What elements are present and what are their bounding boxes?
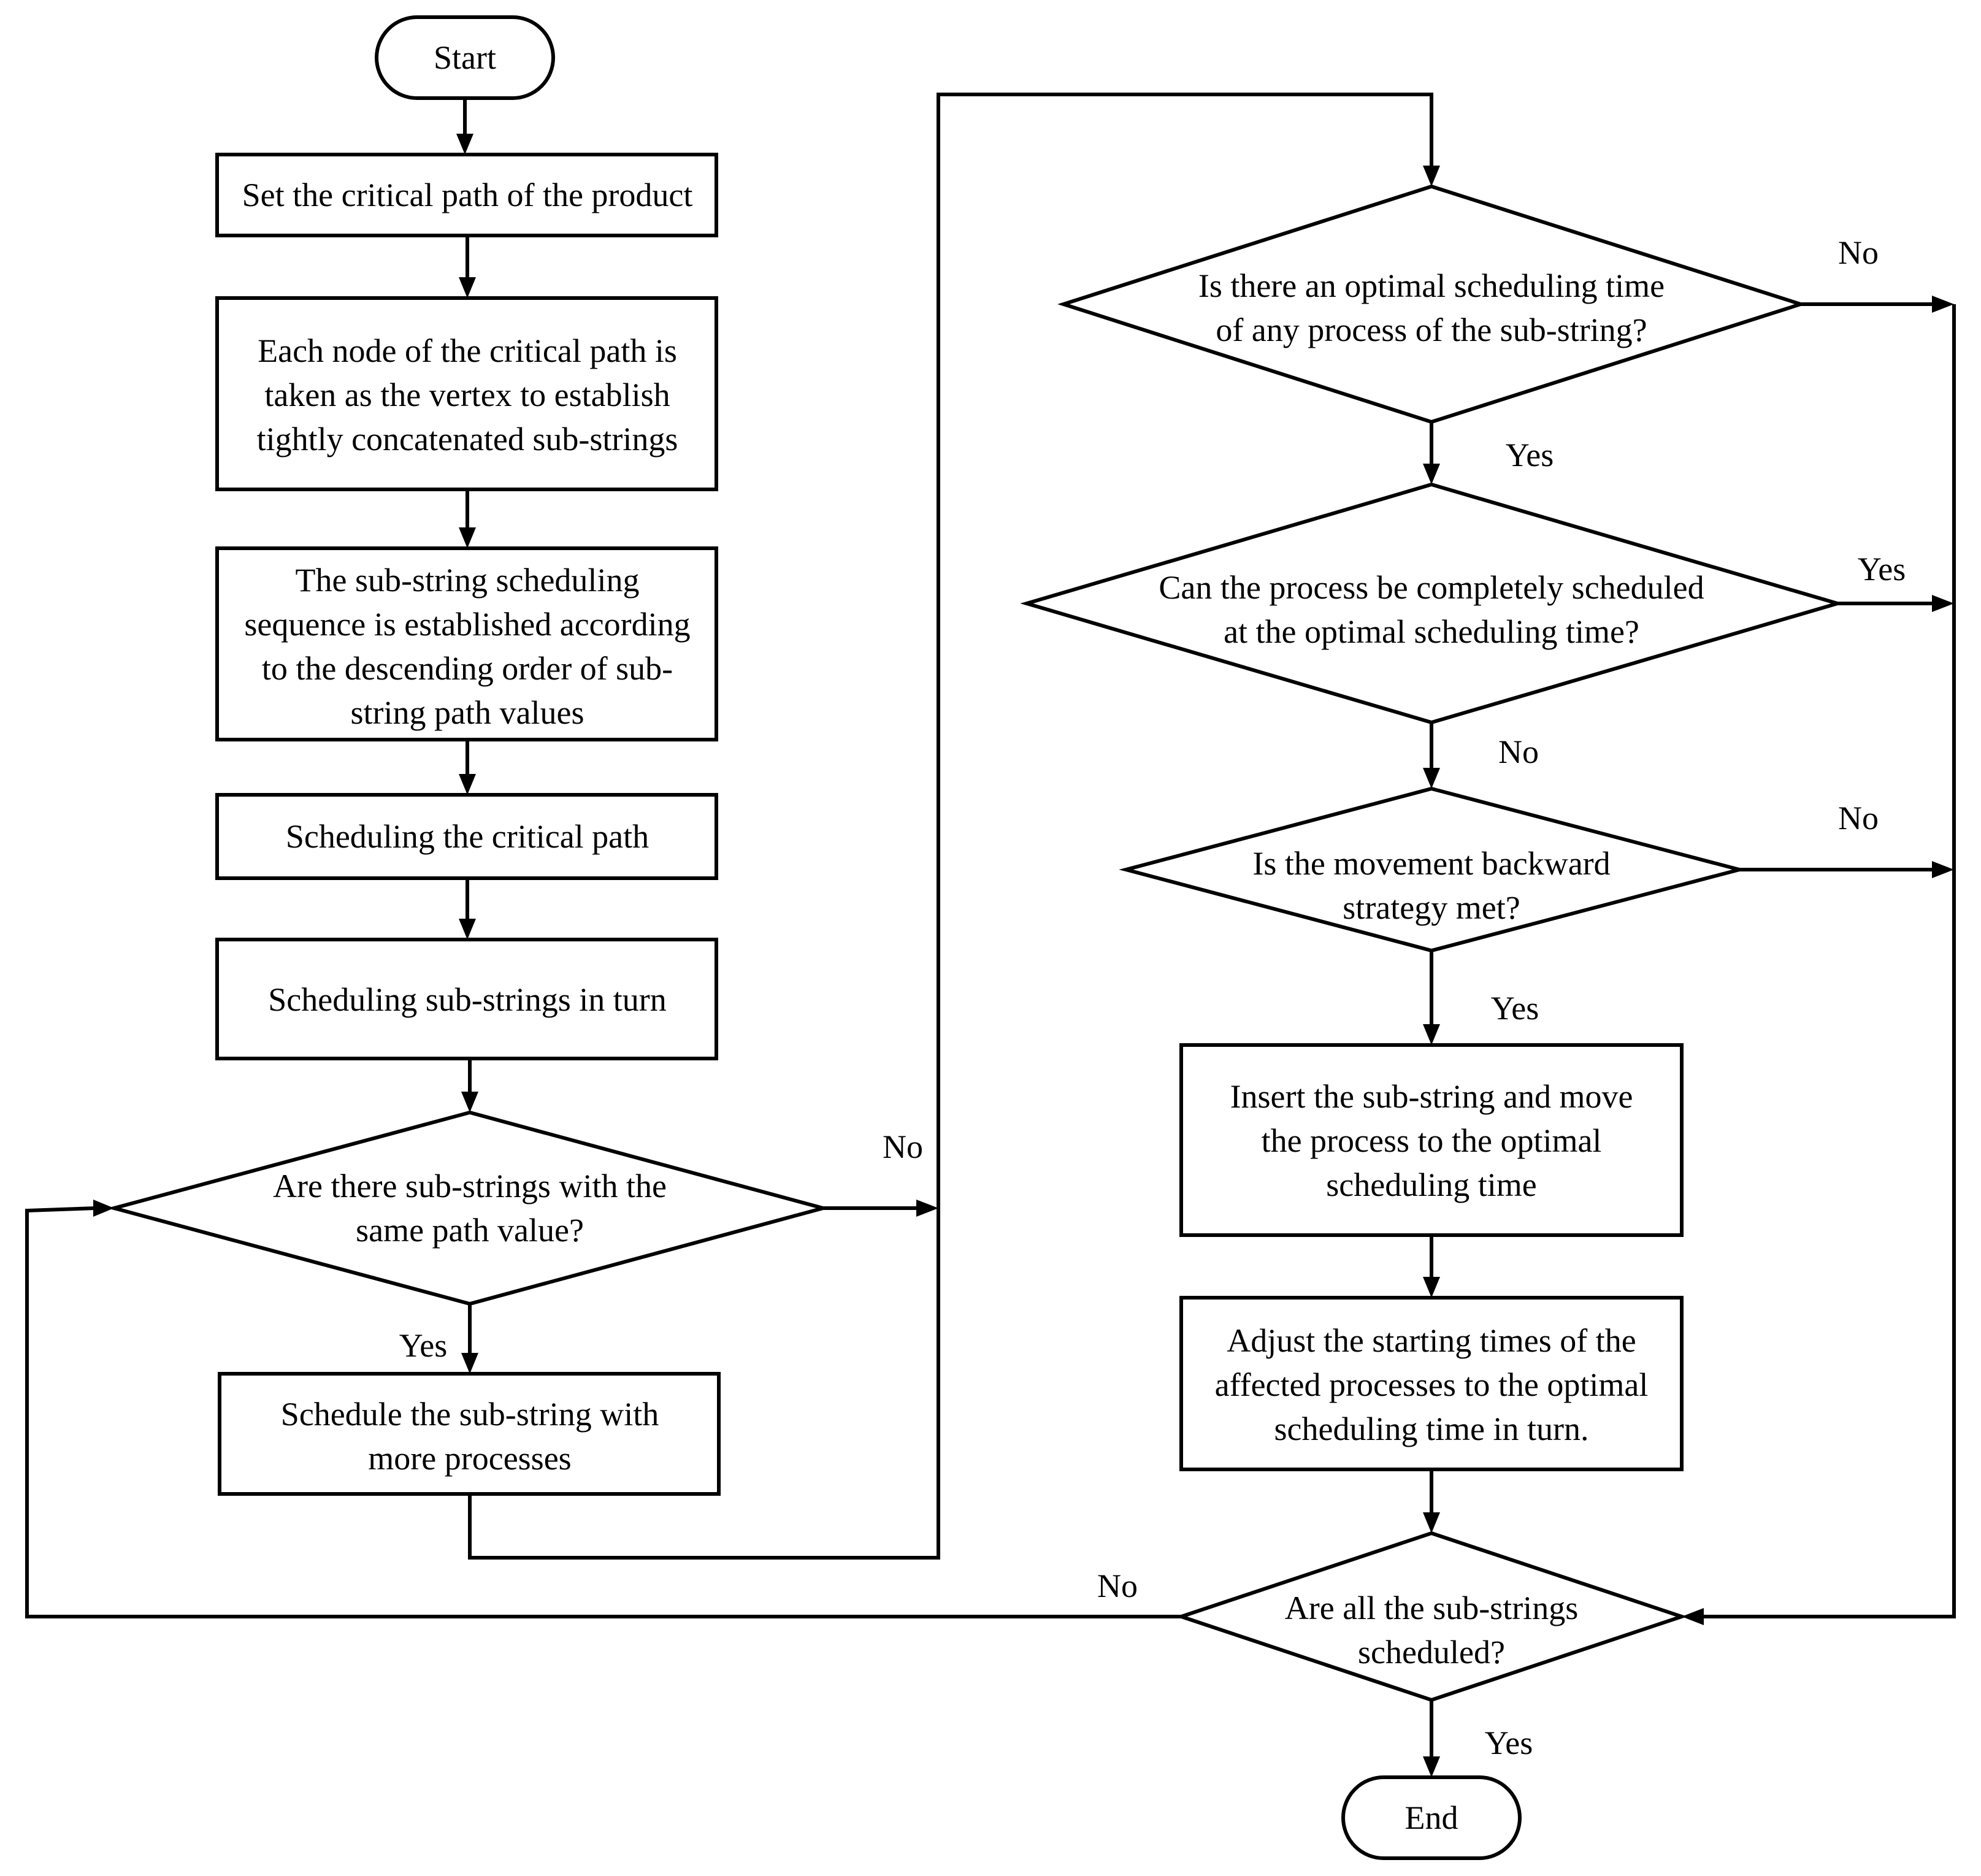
arrowhead	[459, 919, 476, 940]
arrowhead	[456, 134, 473, 155]
arrowhead	[916, 1200, 938, 1217]
schedule-substrings-label: Scheduling sub-strings in turn	[268, 981, 666, 1018]
arrowhead	[459, 527, 476, 548]
arrowhead	[459, 277, 476, 298]
svg-text:Can the process be completely: Can the process be completely scheduled	[1159, 569, 1704, 606]
arrowhead	[461, 1353, 478, 1374]
arrowhead	[93, 1200, 114, 1217]
connector-schedule-more-to-top	[468, 93, 1433, 1560]
optimal-time-label: Is there an optimal scheduling time of a…	[1198, 267, 1665, 348]
arrowhead	[1423, 1756, 1440, 1777]
svg-text:Are there sub-strings with the: Are there sub-strings with the	[273, 1168, 667, 1204]
same-path-decision	[107, 1110, 830, 1306]
connector-all-no	[25, 1206, 1181, 1618]
svg-text:scheduling time in turn.: scheduling time in turn.	[1274, 1411, 1589, 1447]
svg-text:Is there an optimal scheduling: Is there an optimal scheduling time	[1198, 267, 1665, 304]
svg-text:Schedule the sub-string with: Schedule the sub-string with	[281, 1396, 659, 1433]
arrowhead	[1423, 1024, 1440, 1045]
svg-text:Is the movement backward: Is the movement backward	[1252, 845, 1610, 882]
arrowhead	[1423, 464, 1440, 484]
set-critical-path-label: Set the critical path of the product	[242, 177, 693, 213]
arrowhead	[1932, 861, 1954, 878]
svg-text:same path value?: same path value?	[356, 1212, 584, 1249]
same-path-yes-label: Yes	[399, 1327, 448, 1364]
svg-text:the process to the optimal: the process to the optimal	[1262, 1122, 1602, 1159]
each-node-label: Each node of the critical path is taken …	[257, 332, 678, 458]
arrowhead	[1423, 166, 1440, 186]
same-path-label: Are there sub-strings with the same path…	[273, 1168, 667, 1249]
all-scheduled-label: Are all the sub-strings scheduled?	[1285, 1590, 1578, 1671]
arrowhead	[1932, 595, 1954, 612]
arrowhead	[1423, 768, 1440, 789]
complete-yes-label: Yes	[1858, 551, 1906, 588]
same-path-no-label: No	[883, 1128, 923, 1165]
svg-text:strategy met?: strategy met?	[1343, 889, 1520, 926]
svg-text:at the optimal scheduling time: at the optimal scheduling time?	[1224, 613, 1639, 650]
insert-substring-label: Insert the sub-string and move the proce…	[1230, 1078, 1633, 1203]
svg-text:more processes: more processes	[368, 1440, 571, 1477]
schedule-more-label: Schedule the sub-string with more proces…	[281, 1396, 659, 1477]
set-critical-path-box	[215, 153, 718, 237]
adjust-times-box	[1179, 1296, 1684, 1471]
connectors	[25, 93, 1956, 1777]
svg-text:string path values: string path values	[351, 694, 584, 731]
schedule-critical-label: Scheduling the critical path	[286, 818, 649, 855]
arrowhead	[1932, 296, 1954, 313]
arrowhead	[1423, 1512, 1440, 1533]
connector-right-rail	[1704, 304, 1956, 1618]
optimal-no-label: No	[1838, 234, 1879, 271]
arrowhead	[461, 1092, 478, 1112]
complete-no-label: No	[1498, 733, 1539, 770]
all-no-label: No	[1097, 1568, 1138, 1604]
sequence-box	[215, 546, 718, 741]
movement-no-label: No	[1838, 800, 1879, 837]
insert-substring-box	[1179, 1043, 1684, 1237]
optimal-yes-label: Yes	[1506, 437, 1554, 473]
arrowhead	[459, 774, 476, 795]
each-node-box	[215, 296, 718, 491]
svg-text:to the descending order of sub: to the descending order of sub-	[262, 650, 673, 687]
svg-text:The sub-string scheduling: The sub-string scheduling	[296, 562, 640, 599]
movement-backward-label: Is the movement backward strategy met?	[1252, 845, 1610, 926]
svg-text:tightly concatenated sub-strin: tightly concatenated sub-strings	[257, 421, 678, 458]
svg-text:scheduled?: scheduled?	[1358, 1634, 1505, 1671]
start-label: Start	[434, 39, 496, 76]
sequence-label: The sub-string scheduling sequence is es…	[244, 562, 690, 731]
completely-scheduled-label: Can the process be completely scheduled …	[1159, 569, 1704, 650]
svg-text:sequence is established accord: sequence is established according	[244, 606, 690, 643]
adjust-times-label: Adjust the starting times of the affecte…	[1215, 1322, 1649, 1447]
arrowhead	[1423, 1277, 1440, 1298]
svg-text:affected processes to the opt: affected processes to the optimal	[1215, 1366, 1649, 1403]
svg-text:Adjust the starting times of t: Adjust the starting times of the	[1227, 1322, 1636, 1359]
svg-text:scheduling time: scheduling time	[1326, 1166, 1536, 1203]
all-yes-label: Yes	[1485, 1725, 1533, 1761]
svg-text:of any process of the sub-stri: of any process of the sub-string?	[1216, 312, 1647, 348]
schedule-substrings-box	[215, 938, 718, 1060]
svg-text:Are all the sub-strings: Are all the sub-strings	[1285, 1590, 1578, 1626]
optimal-time-decision	[1057, 184, 1807, 424]
svg-text:Each node of the critical path: Each node of the critical path is	[258, 332, 677, 369]
end-label: End	[1405, 1799, 1458, 1836]
svg-text:taken as the vertex to establi: taken as the vertex to establish	[264, 377, 670, 413]
arrowhead	[1682, 1608, 1704, 1625]
svg-text:Insert the sub-string and mov: Insert the sub-string and move	[1230, 1078, 1633, 1115]
movement-yes-label: Yes	[1491, 990, 1539, 1027]
